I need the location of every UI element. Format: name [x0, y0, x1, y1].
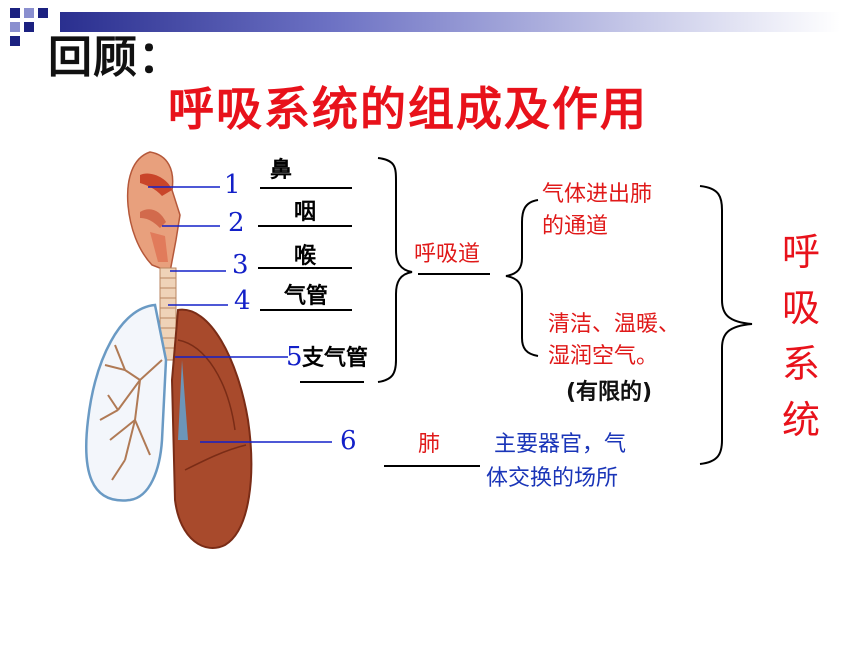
part-number-5: 5 — [286, 342, 303, 372]
part-number-2: 2 — [228, 208, 245, 238]
lung-function-line1: 主要器官，气 — [494, 432, 627, 457]
part-number-6: 6 — [340, 426, 357, 456]
limited-note: (有限的) — [566, 380, 653, 405]
part-name-lung: 肺 — [418, 432, 441, 457]
system-label: 呼 吸 系 统 — [776, 224, 826, 448]
page-title: 呼吸系统的组成及作用 — [168, 82, 648, 136]
deco-square — [24, 8, 34, 18]
deco-square — [38, 8, 48, 18]
part-name-trachea: 气管 — [284, 284, 329, 309]
part-name-larynx: 喉 — [294, 244, 317, 269]
system-label-char: 吸 — [781, 286, 820, 330]
part-number-1: 1 — [224, 170, 241, 200]
part-name-pharynx: 咽 — [294, 200, 317, 225]
part-name-nose: 鼻 — [270, 158, 293, 183]
function-passage-line2: 的通道 — [542, 214, 609, 239]
function-clean-line2: 湿润空气。 — [548, 344, 659, 369]
respiratory-tract-label: 呼吸道 — [414, 242, 481, 267]
deco-square — [10, 36, 20, 46]
part-name-bronchi: 支气管 — [302, 346, 369, 371]
review-heading: 回顾： — [48, 32, 183, 83]
system-label-char: 统 — [781, 398, 820, 442]
function-clean-line1: 清洁、温暖、 — [548, 312, 681, 337]
system-label-char: 呼 — [781, 230, 820, 274]
deco-square — [10, 22, 20, 32]
deco-square — [10, 8, 20, 18]
system-label-char: 系 — [781, 342, 820, 386]
deco-square — [24, 22, 34, 32]
anatomy-illustration — [85, 151, 253, 549]
header-bar — [60, 12, 840, 32]
function-passage-line1: 气体进出肺 — [542, 182, 653, 207]
part-number-4: 4 — [234, 286, 251, 316]
lung-function-line2: 体交换的场所 — [486, 466, 619, 491]
part-number-3: 3 — [232, 250, 249, 280]
